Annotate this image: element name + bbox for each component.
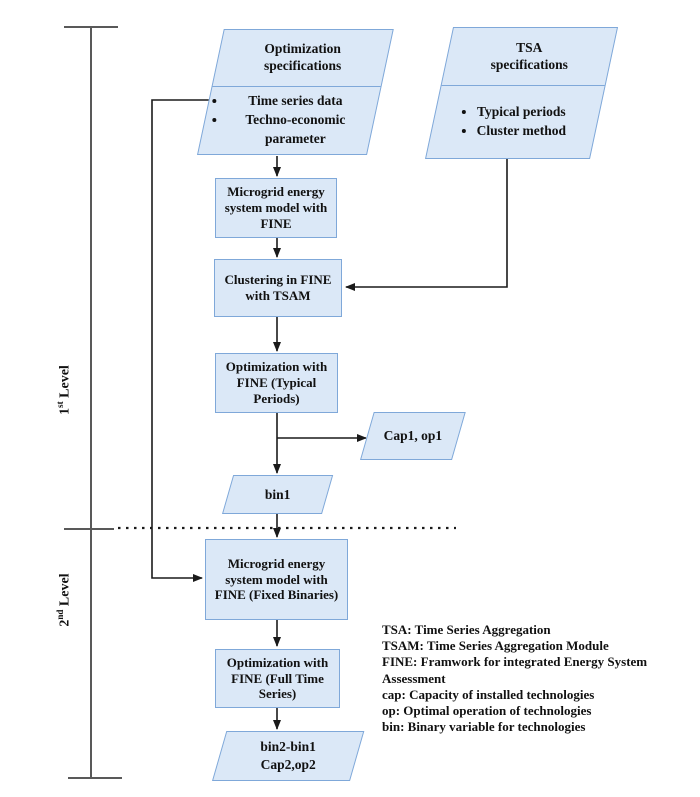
process-model1-box: Microgrid energy system model with FINE	[215, 178, 337, 238]
tsa-specs-bullets: Typical periodsCluster method	[455, 103, 576, 141]
input-tsa-specifications: TSA specifications Typical periodsCluste…	[425, 27, 619, 159]
legend-line: TSA: Time Series Aggregation	[382, 622, 551, 637]
level-ordinal-suffix: nd	[54, 609, 65, 620]
legend-line: cap: Capacity of installed technologies	[382, 686, 595, 702]
process-optimization-full-label: Optimization with FINE (Full Time Series…	[226, 654, 329, 702]
output-bin1-label: bin1	[264, 486, 291, 502]
process-optimization-full-box: Optimization with FINE (Full Time Series…	[215, 649, 340, 708]
connector-specs-to-fixed-binaries	[151, 99, 209, 582]
label-second-level: 2nd Level	[14, 550, 114, 650]
legend-line: bin: Binary variable for technologies	[382, 719, 586, 735]
level-ordinal-suffix: st	[54, 401, 65, 408]
level-word: Level	[57, 365, 73, 398]
level-word: Level	[57, 573, 73, 607]
legend-line: op: Optimal operation of technologies	[382, 703, 592, 719]
output-cap1-op1: Cap1, op1	[360, 412, 466, 460]
process-clustering-label: Clustering in FINE with TSAM	[224, 272, 332, 303]
output-cap1-op1-label: Cap1, op1	[383, 428, 443, 444]
legend-line: TSAM: Time Series Aggregation Module	[382, 638, 609, 654]
flow-arrows	[273, 156, 367, 730]
level-number: 2	[57, 619, 73, 627]
output-bin1: bin1	[222, 475, 334, 514]
tsa-specs-title: TSA specifications	[490, 39, 568, 72]
process-model2-box: Microgrid energy system model with FINE …	[205, 539, 348, 620]
bullet-item: Typical periods	[477, 103, 576, 122]
input-optimization-specifications: Optimization specifications Time series …	[197, 29, 394, 155]
legend-line: FINE: Framwork for integrated Energy Sys…	[382, 654, 648, 686]
process-clustering-box: Clustering in FINE with TSAM	[214, 259, 342, 317]
output-final-result: bin2-bin1 Cap2,op2	[212, 731, 365, 781]
output-final-result-label: bin2-bin1 Cap2,op2	[260, 739, 316, 772]
label-first-level: 1st Level	[14, 340, 114, 440]
connector-tsa-to-clustering	[345, 159, 508, 291]
process-optimization-typical-box: Optimization with FINE (Typical Periods)	[215, 353, 338, 413]
level-bracket	[64, 26, 122, 779]
bullet-item: Time series data	[227, 92, 373, 111]
level-number: 1	[57, 407, 73, 415]
bullet-item: Techno-economic parameter	[227, 111, 373, 149]
process-model1-label: Microgrid energy system model with FINE	[224, 184, 328, 231]
optimization-specs-bullets: Time series dataTechno-economic paramete…	[205, 92, 373, 149]
process-optimization-typical-label: Optimization with FINE (Typical Periods)	[225, 359, 328, 406]
process-model2-label: Microgrid energy system model with FINE …	[214, 555, 339, 603]
bullet-item: Cluster method	[477, 122, 576, 141]
optimization-specs-title: Optimization specifications	[263, 41, 342, 73]
